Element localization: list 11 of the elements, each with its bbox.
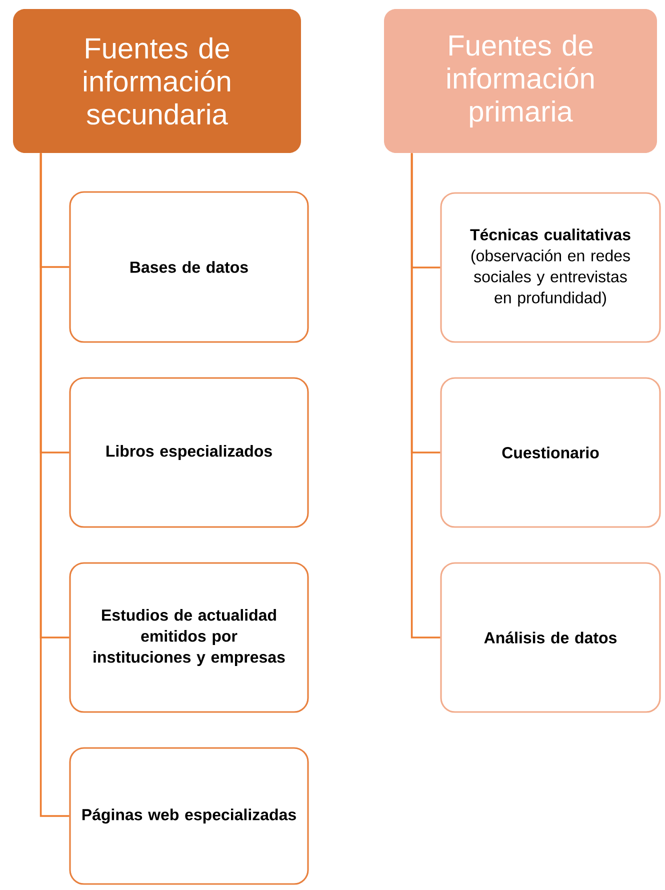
item-box: Técnicas cualitativas (observación en redes sociales y entrevistas en profundidad): [440, 192, 661, 343]
item-box: Páginas web especializadas: [69, 747, 309, 885]
header-box: Fuentes de información secundaria: [13, 9, 301, 153]
item-box: Libros especializados: [69, 377, 309, 528]
connector-line: [40, 153, 70, 817]
item-box: Estudios de actualidad emitidos por instituciones y empresas: [69, 562, 309, 713]
header-box: Fuentes de información primaria: [384, 9, 657, 153]
connector-line: [410, 153, 440, 638]
item-box: Bases de datos: [69, 191, 309, 343]
item-box: Cuestionario: [440, 377, 661, 528]
item-box: Análisis de datos: [440, 562, 661, 713]
